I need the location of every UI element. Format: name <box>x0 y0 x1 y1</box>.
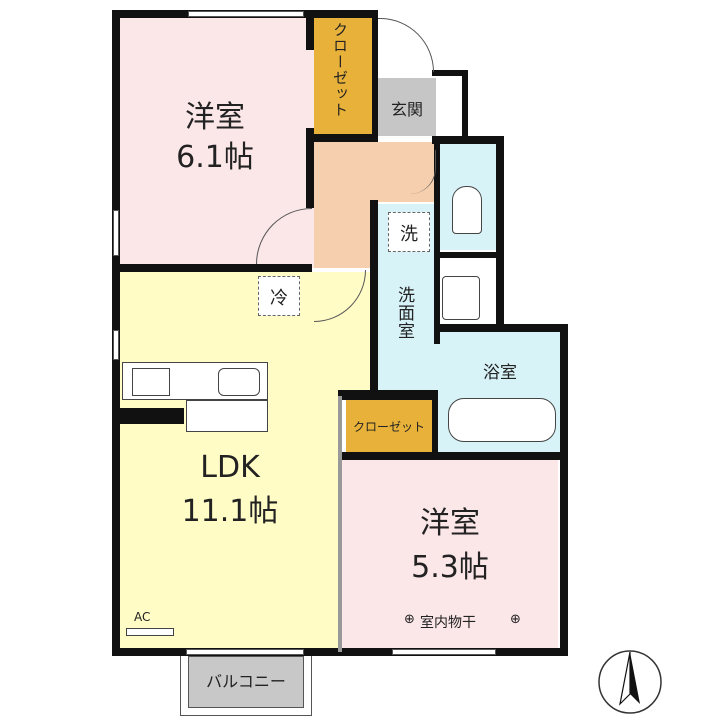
wall <box>306 134 378 142</box>
washroom-label: 洗面室 <box>394 286 414 340</box>
wall <box>432 70 468 76</box>
indoor-drying-icon: ⊕ <box>404 612 415 627</box>
wall <box>462 70 468 140</box>
western-room-1-size: 6.1帖 <box>176 140 254 175</box>
closet-1-label: クローゼット <box>331 22 349 118</box>
wall <box>370 200 378 390</box>
wall <box>372 10 378 142</box>
wall <box>306 10 314 50</box>
washing-machine-space <box>388 212 430 252</box>
wall <box>434 324 568 332</box>
wall <box>440 252 498 258</box>
wall <box>432 392 438 458</box>
indoor-drying-icon: ⊕ <box>510 612 521 627</box>
window <box>392 649 496 655</box>
western-room-1-name: 洋室 <box>185 100 245 135</box>
north-arrow-icon <box>598 650 662 714</box>
partition <box>338 396 342 652</box>
washing-machine-label: 洗 <box>400 224 418 245</box>
air-conditioner-icon <box>126 628 174 636</box>
wall <box>112 648 568 656</box>
balcony-floor <box>188 656 304 708</box>
stove-icon <box>132 368 170 396</box>
hall-lower <box>314 200 372 268</box>
ldk-name: LDK <box>200 450 260 485</box>
wall <box>496 136 504 326</box>
entrance <box>378 78 436 136</box>
wall <box>434 144 440 344</box>
wall <box>112 264 312 272</box>
kitchen-wall <box>118 408 184 424</box>
refrigerator-label: 冷 <box>270 288 288 309</box>
western-room-2-size: 5.3帖 <box>411 550 489 585</box>
bathroom-label: 浴室 <box>483 363 517 383</box>
ac-label: AC <box>134 610 151 624</box>
kitchen-sink-icon <box>218 368 260 396</box>
kitchen-shelf <box>186 400 268 432</box>
wall <box>338 390 438 400</box>
toilet-icon <box>452 186 482 234</box>
refrigerator-space <box>258 276 300 316</box>
ldk-size: 11.1帖 <box>181 494 279 529</box>
entrance-door[interactable] <box>378 18 434 72</box>
door-swing[interactable] <box>410 150 436 194</box>
entrance-label: 玄関 <box>390 100 423 119</box>
wall <box>306 128 314 208</box>
western-room-2 <box>342 458 558 648</box>
wall <box>432 136 502 144</box>
wall <box>338 452 566 460</box>
balcony-label: バルコニー <box>206 672 286 691</box>
western-room-2-name: 洋室 <box>420 506 480 541</box>
closet-1 <box>314 16 376 134</box>
window <box>113 210 119 256</box>
window <box>188 11 304 17</box>
closet-2-label: クローゼット <box>352 420 425 434</box>
ldk <box>118 272 342 648</box>
wall <box>560 324 568 656</box>
bathtub-icon <box>448 398 556 442</box>
sink-icon <box>442 276 480 320</box>
window <box>113 330 119 360</box>
indoor-drying-label: 室内物干 <box>420 615 476 631</box>
window <box>186 649 304 655</box>
closet-2 <box>346 400 432 454</box>
